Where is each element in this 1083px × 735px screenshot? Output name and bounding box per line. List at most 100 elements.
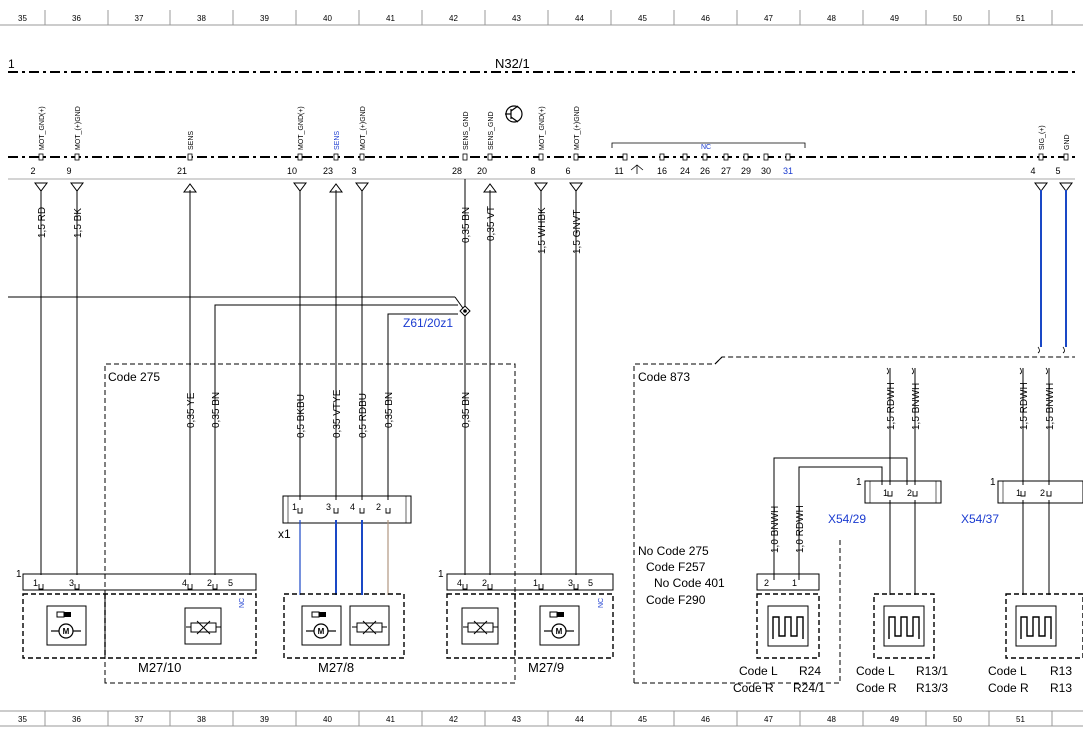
pin-label: MOT_(+)GND	[75, 106, 82, 150]
pin-number: 6	[565, 166, 570, 176]
wire-label: 1,5 GNVT	[572, 210, 583, 254]
ruler-number: 35	[18, 715, 27, 724]
connector-pin-number: 1	[33, 578, 38, 588]
ruler-number: 43	[512, 715, 521, 724]
ecu-pin: SIG_(+)4	[1030, 125, 1048, 192]
svg-text:R13/1: R13/1	[916, 664, 948, 678]
svg-text:Code F290: Code F290	[646, 593, 706, 607]
pin-number: 21	[177, 166, 187, 176]
svg-text:1: 1	[292, 502, 297, 512]
pin-number: 23	[323, 166, 333, 176]
pin-label: SENS_GND	[488, 111, 495, 150]
connector-pin	[887, 491, 893, 497]
ruler-number: 37	[135, 14, 144, 23]
arrow-down-icon	[1034, 182, 1048, 192]
svg-text:1: 1	[16, 569, 22, 580]
svg-text:No Code 401: No Code 401	[654, 576, 725, 590]
heater-icon	[767, 605, 809, 647]
connector-pin	[385, 508, 391, 514]
wire-label: 0,5 BKBU	[296, 394, 307, 438]
arrow-down-icon	[70, 182, 84, 192]
ruler-number: 51	[1016, 14, 1025, 23]
svg-text:1: 1	[438, 569, 444, 580]
nc-pin-tick	[702, 153, 708, 161]
ruler-number: 41	[386, 715, 395, 724]
connector-pin	[1020, 491, 1026, 497]
svg-text:1,5 RDWH: 1,5 RDWH	[1019, 382, 1030, 430]
svg-text:Code L: Code L	[856, 664, 895, 678]
connector-pin	[297, 508, 303, 514]
motor-icon: M	[544, 611, 574, 639]
nc-pin-24: 24	[680, 166, 690, 176]
ruler-number: 48	[827, 14, 836, 23]
upper-wire-labels: 1,5 RD 1,5 BK 0,35 BN 0,35 VT 1,5 WHBK 1…	[37, 206, 583, 254]
ecu-pin: SENS 21	[177, 131, 197, 193]
svg-text:Code R: Code R	[988, 681, 1029, 695]
connector-pin-number: 3	[568, 578, 573, 588]
pin-number: 8	[530, 166, 535, 176]
svg-text:M: M	[63, 627, 70, 636]
upper-wires: Z61/20z1	[8, 179, 1067, 575]
connector-pin-number: 4	[182, 578, 187, 588]
svg-text:1: 1	[1016, 488, 1021, 498]
svg-text:2: 2	[1040, 488, 1045, 498]
nc-pin-tick	[743, 153, 749, 161]
svg-text:1: 1	[792, 578, 797, 588]
wire-label: 0,5 RDBU	[358, 393, 369, 438]
nc-pin-26: 26	[700, 166, 710, 176]
ruler-number: 50	[953, 715, 962, 724]
svg-text:R13: R13	[1050, 681, 1072, 695]
svg-text:Code L: Code L	[739, 664, 778, 678]
ruler-number: 39	[260, 715, 269, 724]
ecu-pin: MOT_GND(+)10	[287, 106, 307, 192]
connector-x54-37: X54/37	[961, 512, 999, 526]
nc-pin-29: 29	[741, 166, 751, 176]
transistor-icon	[505, 105, 523, 123]
wire-label: 1,5 WHBK	[537, 207, 548, 254]
pin-label: SENS	[188, 131, 195, 150]
connector-pin	[333, 508, 339, 514]
svg-text:1,0 BNWH: 1,0 BNWH	[770, 506, 781, 553]
svg-text:2: 2	[764, 578, 769, 588]
break-icon	[630, 164, 644, 174]
nc-pin-tick	[622, 153, 628, 161]
heater-icon	[883, 605, 925, 647]
ruler-number: 44	[575, 715, 584, 724]
ruler-number: 39	[260, 14, 269, 23]
svg-text:M: M	[318, 627, 325, 636]
potentiometer-icon	[352, 620, 387, 635]
nc-pin-group: NC 11 16 24 26 27 29 30 31	[611, 142, 806, 176]
wire-label: 1,5 BK	[73, 208, 84, 238]
svg-text:1,5 BNWH: 1,5 BNWH	[1045, 383, 1056, 430]
svg-text:3: 3	[326, 502, 331, 512]
ruler-number: 45	[638, 14, 647, 23]
arrow-down-icon	[569, 182, 583, 192]
nc-pin-tick	[723, 153, 729, 161]
code-873-label: Code 873	[638, 370, 690, 384]
ruler-number: 36	[72, 14, 81, 23]
svg-text:1: 1	[990, 477, 996, 488]
code-275-label: Code 275	[108, 370, 160, 384]
wire-label: 0,35 BN	[384, 392, 395, 428]
nc-pin-30: 30	[761, 166, 771, 176]
arrow-down-icon	[293, 182, 307, 192]
ruler-number: 37	[135, 715, 144, 724]
ruler-number: 51	[1016, 715, 1025, 724]
connector-x1: x1 1 3 4 2	[278, 495, 412, 595]
nc-pin-31: 31	[783, 166, 793, 176]
svg-text:Code L: Code L	[988, 664, 1027, 678]
pin-label: SENS_GND	[463, 111, 470, 150]
ruler-number: 45	[638, 715, 647, 724]
connector-pin-number: 5	[228, 578, 233, 588]
connector-pin-number: 3	[69, 578, 74, 588]
connector-x54-29: X54/29	[828, 512, 866, 526]
svg-text:R13/3: R13/3	[916, 681, 948, 695]
ruler-number: 40	[323, 14, 332, 23]
ruler-number: 46	[701, 14, 710, 23]
svg-text:1,5 RDWH: 1,5 RDWH	[886, 382, 897, 430]
